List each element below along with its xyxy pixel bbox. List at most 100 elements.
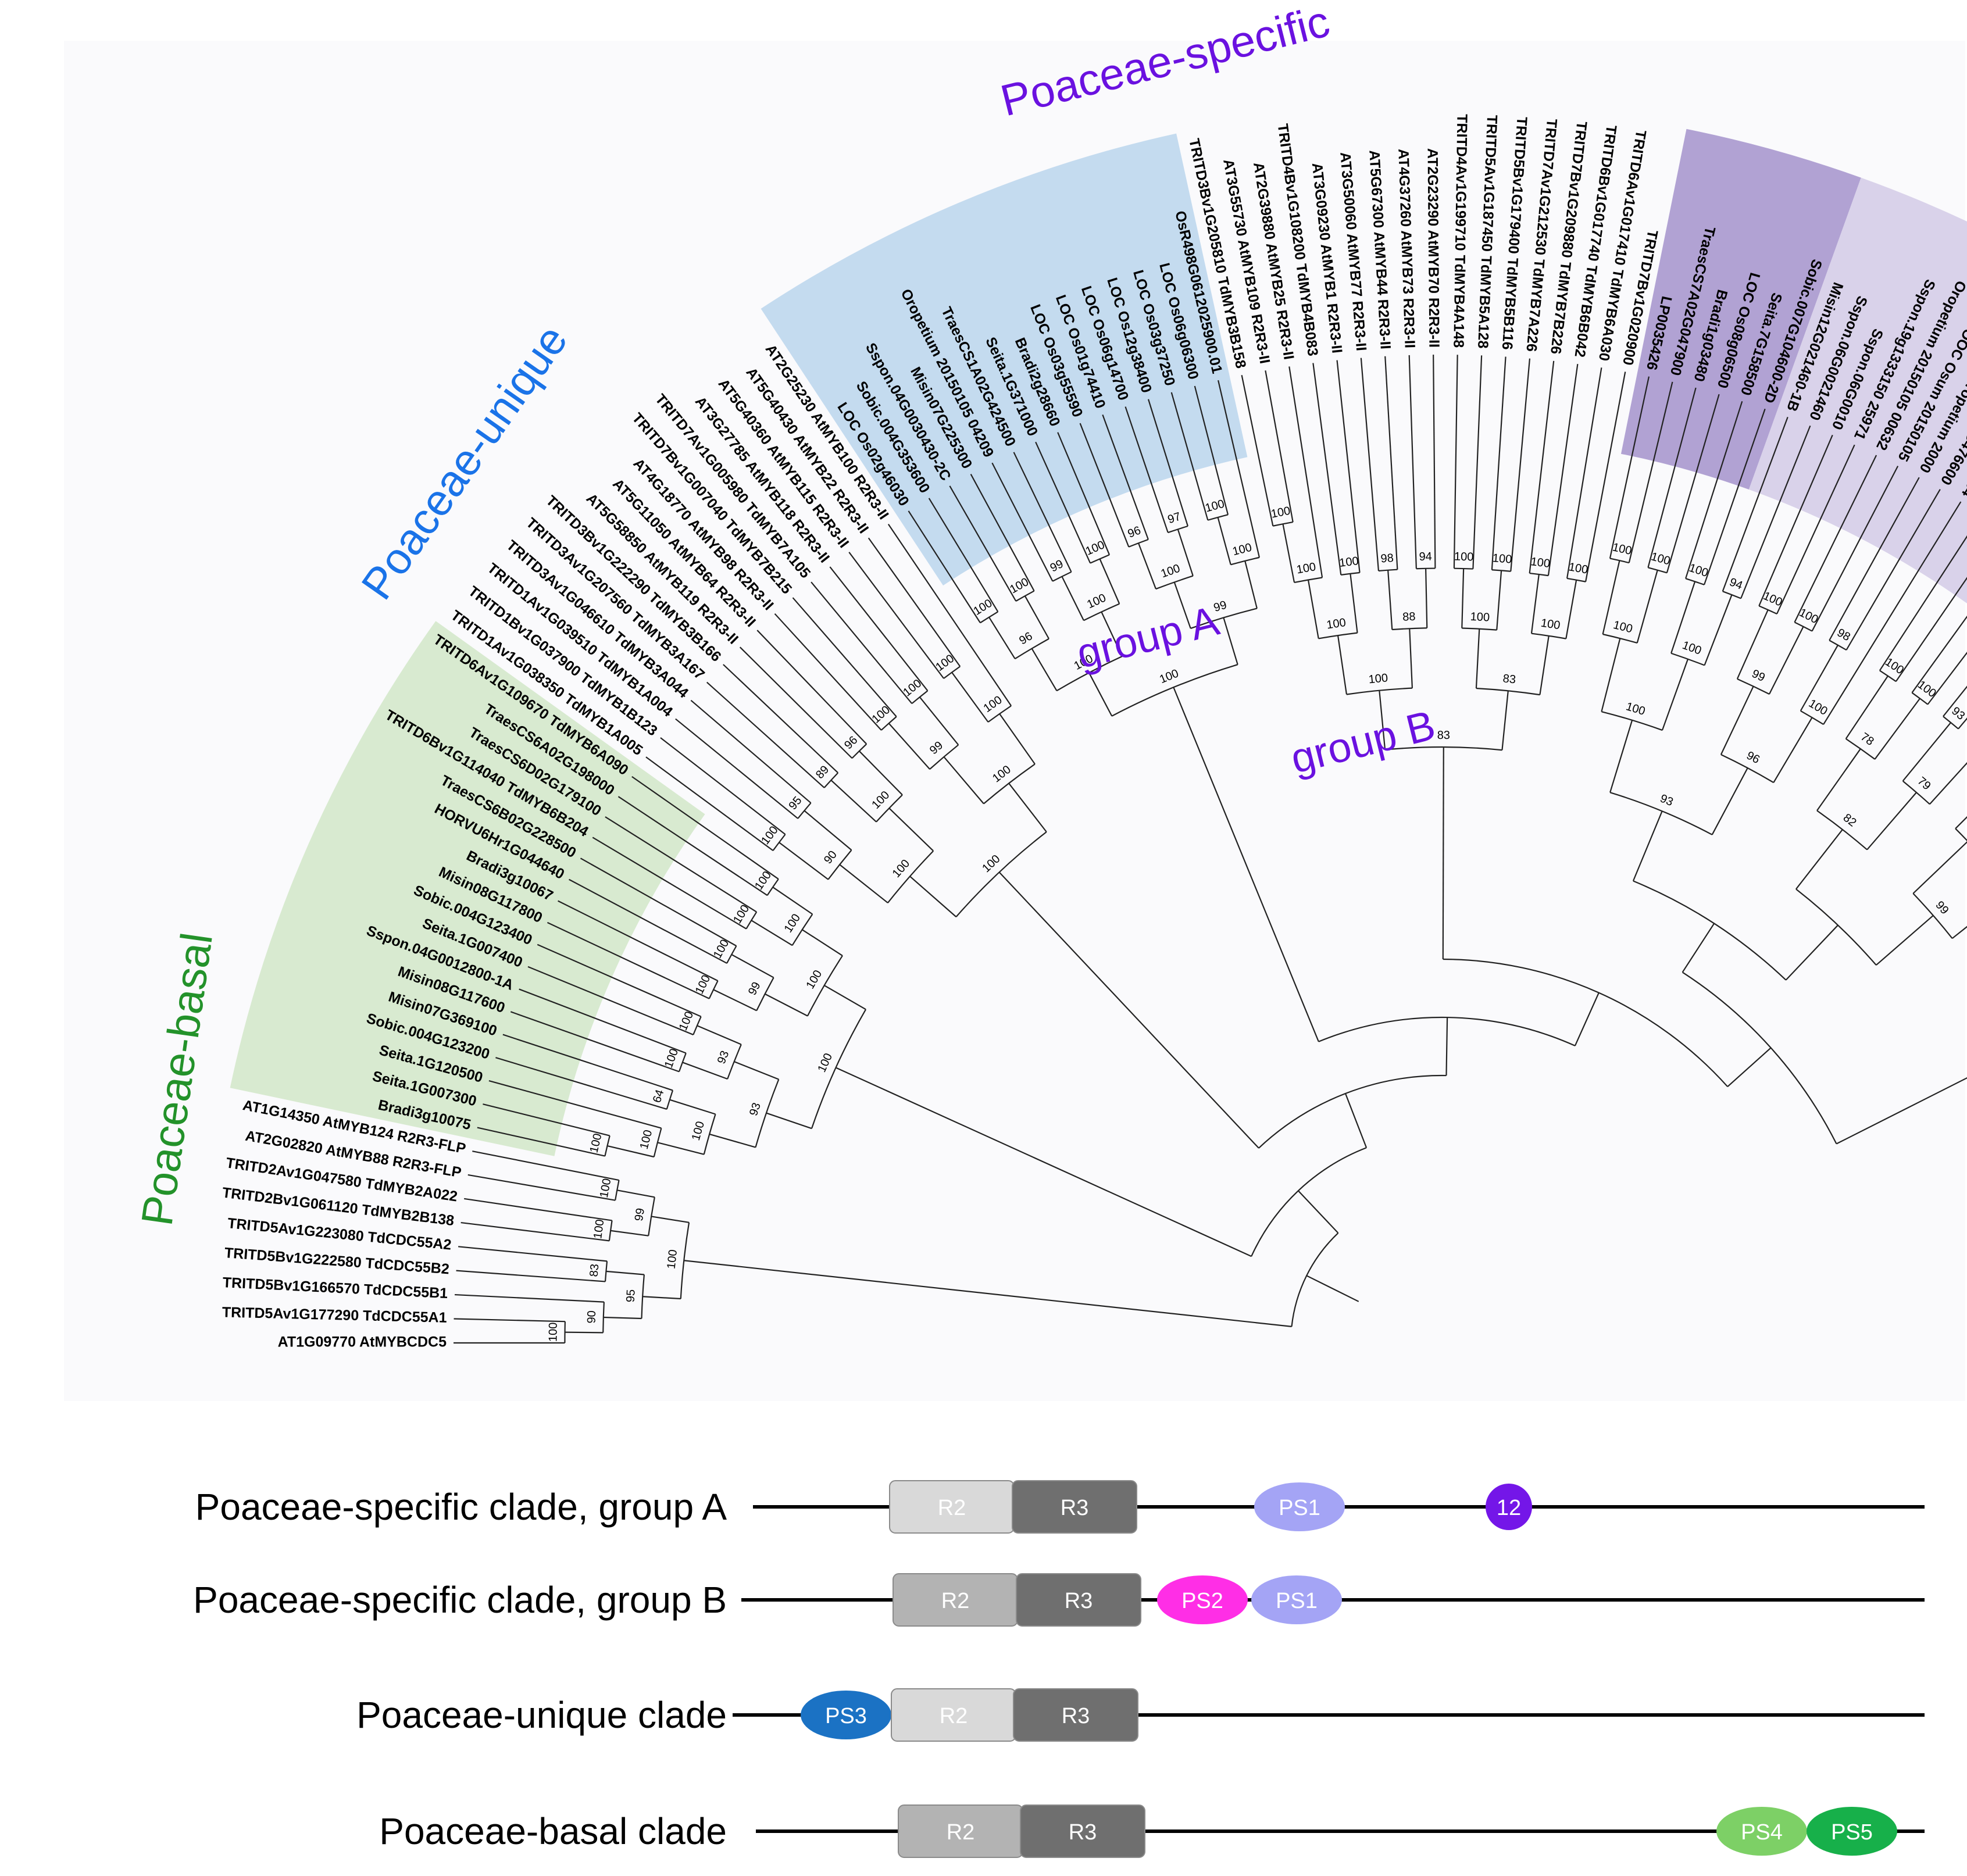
tree-branch [1879,535,1967,671]
tree-branch [1282,524,1295,583]
tree-branch [1740,425,1811,599]
tree-arc [1670,652,1705,666]
domain-label: PS1 [1279,1496,1320,1520]
tree-branch [713,989,757,1012]
domain-label: PS4 [1741,1820,1783,1845]
tree-branch [1823,501,1962,725]
tree-backbone-branch [1445,1017,1448,1076]
tree-branch [1177,529,1194,576]
domain-ps2-oval [1157,1575,1248,1624]
tree-arc [1795,888,1877,966]
tree-backbone-branch [1298,1190,1339,1234]
tree-branch [1874,698,1920,760]
tree-branch [888,807,934,852]
poaceae-specific-light-sector [1748,177,1967,603]
tree-branch [1408,355,1417,569]
tree-branch [488,1080,662,1129]
tree-branch [483,1103,610,1137]
tree-branch [690,699,812,804]
tree-branch [458,1246,608,1262]
tree-branch [1102,414,1149,540]
bootstrap-value: 83 [1437,729,1450,742]
domain-label: PS5 [1831,1820,1873,1845]
tree-branch [1769,626,1804,695]
tree-branch [527,966,694,1035]
tree-arc [1168,525,1188,534]
tree-branch [606,1270,644,1275]
tree-branch [1565,580,1577,639]
tree-branch [779,842,829,880]
tree-arc [1318,632,1358,639]
tree-arc [766,878,779,896]
tree-branch [802,929,843,956]
domain-label: R3 [1069,1820,1097,1845]
tree-branch [1379,690,1386,750]
tree-branch [1453,355,1458,569]
bootstrap-value: 100 [1540,617,1561,633]
bootstrap-value: 83 [588,1263,602,1277]
leaf-label: AT1G09770 AtMYBCDC5 [278,1334,447,1350]
tree-branch [970,474,1035,592]
tree-arc [911,690,929,705]
tree-branch [1088,672,1113,717]
tree-branch [1350,573,1358,633]
tree-branch [887,524,1012,706]
tree-branch [1173,582,1191,629]
tree-branch [1609,720,1633,793]
domain-ps3-oval [801,1691,891,1739]
tree-branch [610,1230,649,1237]
tree-branch [1124,406,1169,533]
tree-branch [1147,399,1188,527]
tree-branch [1241,375,1274,526]
domain-label: R3 [1065,1589,1093,1613]
tree-branch [1307,580,1319,639]
tree-branch [951,671,989,723]
tree-arc [827,849,852,880]
tree-arc [929,744,959,770]
tree-branch [1360,358,1380,571]
tree-branch [928,498,999,612]
tree-branch [804,810,852,851]
domain-label: PS3 [825,1704,867,1728]
tree-branch [1895,577,1967,682]
tree-branch [1461,568,1465,628]
tree-branch [1138,542,1156,589]
tree-branch [774,613,882,731]
tree-branch [669,1099,716,1115]
tree-branch [766,1112,812,1130]
tree-branch [1829,477,1920,641]
tree-branch [859,751,903,796]
bootstrap-value: 94 [1419,551,1432,563]
tree-branch [1758,434,1833,606]
tree-arc [772,834,786,851]
tree-arc [1052,571,1072,582]
tree-branch [888,723,930,770]
tree-branch [1609,376,1650,559]
tree-branch [1244,560,1258,609]
bootstrap-value: 100 [1326,616,1347,632]
tree-branch [1061,576,1084,621]
domain-label: R2 [938,1496,966,1520]
tree-branch [607,1145,655,1158]
tree-branch [1425,568,1428,628]
tree-backbone-arc [1291,1232,1339,1327]
tree-branch [772,887,813,915]
tree-branch [1491,356,1507,570]
motif-12-circle [1486,1484,1532,1530]
tree-branch [824,985,866,1010]
tree-branch [1024,595,1049,639]
tree-arc [1955,828,1967,842]
tree-arc [823,772,839,788]
tree-arc [1083,603,1120,621]
tree-branch [642,1296,681,1300]
domain-label: R3 [1062,1704,1090,1728]
tree-branch [1602,560,1620,635]
tree-branch [1647,387,1697,568]
tree-branch [908,510,981,623]
tree-branch [1530,574,1540,634]
tree-arc [851,744,868,759]
tree-branch [1955,816,1967,830]
tree-branch [1736,609,1769,680]
tree-arc [1845,738,1876,760]
tree-branch [949,485,1017,602]
